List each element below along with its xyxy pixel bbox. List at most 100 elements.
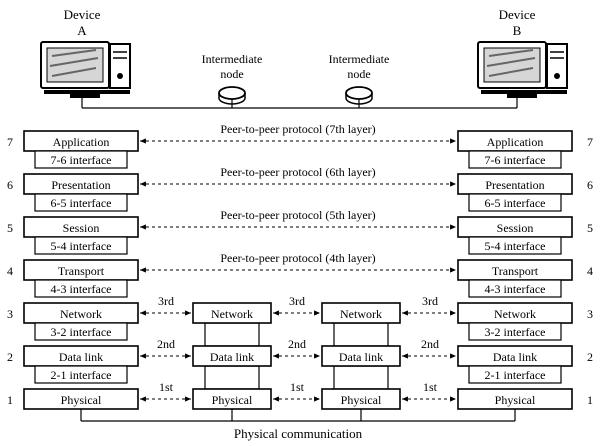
right-layer-4: Transport	[457, 259, 573, 281]
right-layer-number: 7	[587, 135, 593, 149]
left-layer-number: 6	[7, 178, 13, 192]
left-layer-number: 4	[7, 264, 13, 278]
left-interface-label: 2-1 interface	[51, 368, 112, 382]
left-interface-label: 5-4 interface	[51, 239, 112, 253]
node-layer-name: Data link	[339, 350, 383, 364]
left-layer-name: Data link	[59, 350, 103, 364]
left-layer-name: Application	[53, 135, 110, 149]
right-interface-label: 5-4 interface	[485, 239, 546, 253]
node-connector	[204, 365, 260, 390]
physical-communication-bracket	[80, 409, 516, 422]
left-layer-name: Transport	[58, 264, 105, 278]
right-interface-box	[468, 322, 562, 341]
right-interface-box	[468, 279, 562, 298]
right-layer-2: Data link	[457, 345, 573, 367]
node-layer-name: Network	[211, 307, 253, 321]
intermediate-node-2-sublabel: node	[347, 67, 370, 81]
device-b-label: Device	[499, 7, 536, 22]
right-layer-name: Transport	[492, 264, 539, 278]
device-b-letter: B	[513, 23, 522, 38]
left-layer-number: 5	[7, 221, 13, 235]
hop-label: 1st	[159, 380, 174, 394]
hop-label: 3rd	[158, 294, 174, 308]
device-a-label: Device	[64, 7, 101, 22]
right-layer-number: 5	[587, 221, 593, 235]
left-interface-box	[34, 322, 128, 341]
node-layer-box	[192, 302, 272, 324]
left-interface-box	[34, 193, 128, 212]
left-layer-number: 2	[7, 350, 13, 364]
left-layer-3: Network	[23, 302, 139, 324]
left-interface-box	[34, 236, 128, 255]
right-interface-box	[468, 193, 562, 212]
router-icon	[218, 86, 246, 105]
right-interface-label: 2-1 interface	[485, 368, 546, 382]
left-interface-label: 6-5 interface	[51, 196, 112, 210]
peer-protocol-label: Peer-to-peer protocol (4th layer)	[220, 251, 375, 265]
router-icon	[345, 86, 373, 105]
left-layer-name: Physical	[61, 393, 102, 407]
right-layer-number: 4	[587, 264, 593, 278]
left-interface-box	[34, 365, 128, 384]
computer-b-icon	[477, 41, 568, 98]
hop-label: 2nd	[157, 337, 175, 351]
left-layer-name: Network	[60, 307, 102, 321]
right-layer-name: Physical	[495, 393, 536, 407]
right-layer-7: Application	[457, 130, 573, 152]
left-layer-1: Physical	[23, 388, 139, 410]
node-connector	[333, 322, 389, 347]
node-layer-box	[192, 345, 272, 367]
right-layer-3: Network	[457, 302, 573, 324]
hop-label: 3rd	[289, 294, 305, 308]
left-layer-number: 1	[7, 393, 13, 407]
right-layer-1: Physical	[457, 388, 573, 410]
left-layer-7: Application	[23, 130, 139, 152]
node-connector	[204, 322, 260, 347]
hop-label: 1st	[423, 380, 438, 394]
right-layer-5: Session	[457, 216, 573, 238]
left-layer-number: 7	[7, 135, 13, 149]
intermediate-node-1-stack: Network Data link Physical	[192, 302, 272, 410]
node-layer-name: Data link	[210, 350, 254, 364]
peer-protocol-label: Peer-to-peer protocol (5th layer)	[220, 208, 375, 222]
node-layer-box	[321, 302, 401, 324]
left-layer-name: Presentation	[51, 178, 110, 192]
right-layer-name: Network	[494, 307, 536, 321]
device-a-letter: A	[77, 23, 87, 38]
intermediate-node-1-sublabel: node	[220, 67, 243, 81]
right-layer-number: 6	[587, 178, 593, 192]
left-interface-label: 7-6 interface	[51, 153, 112, 167]
intermediate-node-2-stack: Network Data link Physical	[321, 302, 401, 410]
left-protocol-stack: Application 7-6 interface Presentation 6…	[23, 130, 139, 410]
right-layer-name: Application	[487, 135, 544, 149]
right-layer-number: 3	[587, 307, 593, 321]
left-layer-2: Data link	[23, 345, 139, 367]
computer-a-icon	[40, 41, 131, 98]
physical-communication-label: Physical communication	[234, 426, 363, 441]
node-layer-box	[321, 345, 401, 367]
left-interface-label: 4-3 interface	[51, 282, 112, 296]
right-interface-box	[468, 150, 562, 169]
right-interface-box	[468, 365, 562, 384]
left-layer-name: Session	[63, 221, 100, 235]
node-layer-name: Physical	[212, 393, 253, 407]
right-interface-label: 3-2 interface	[485, 325, 546, 339]
right-layer-name: Session	[497, 221, 534, 235]
right-layer-number: 1	[587, 393, 593, 407]
right-interface-label: 7-6 interface	[485, 153, 546, 167]
peer-protocol-label: Peer-to-peer protocol (6th layer)	[220, 165, 375, 179]
left-layer-4: Transport	[23, 259, 139, 281]
right-interface-label: 6-5 interface	[485, 196, 546, 210]
right-layer-name: Data link	[493, 350, 537, 364]
intermediate-node-1-label: Intermediate	[202, 52, 263, 66]
left-interface-box	[34, 279, 128, 298]
right-interface-box	[468, 236, 562, 255]
hop-label: 3rd	[422, 294, 438, 308]
network-link-line	[81, 98, 518, 109]
hop-label: 2nd	[421, 337, 439, 351]
node-layer-name: Physical	[341, 393, 382, 407]
right-interface-label: 4-3 interface	[485, 282, 546, 296]
right-layer-number: 2	[587, 350, 593, 364]
